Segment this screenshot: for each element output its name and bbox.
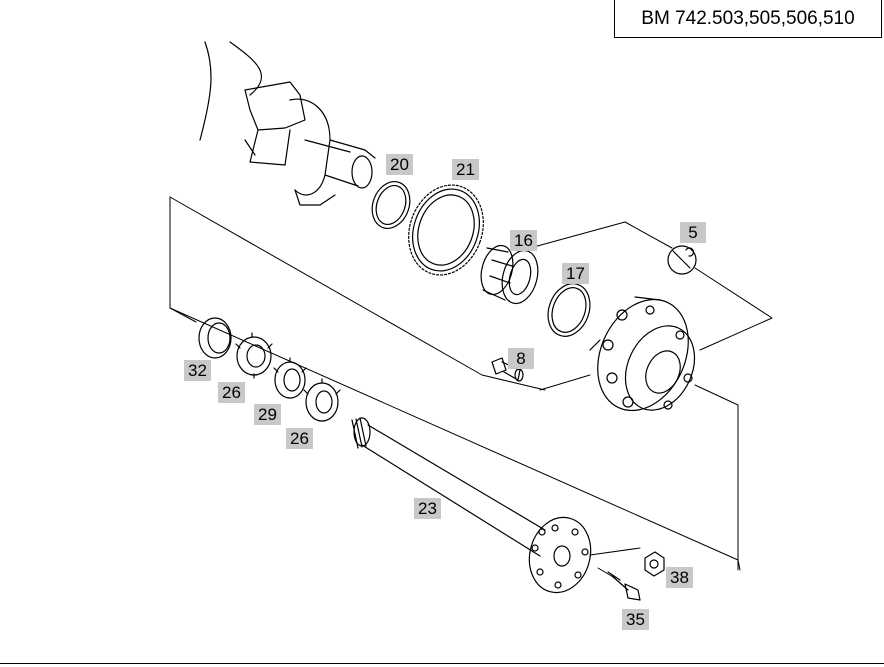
part-26-lock-washer-b [303,378,341,422]
callout-32: 32 [184,360,211,381]
callout-35: 35 [622,609,649,630]
callout-29: 29 [254,404,281,425]
part-17-seal-ring [547,283,591,337]
part-21-toothed-ring [408,184,484,276]
callout-23: 23 [414,498,441,519]
callout-26-b: 26 [286,428,313,449]
part-23-axle-shaft [351,417,592,594]
part-20-snap-ring [371,181,411,229]
bottom-border-line [0,663,884,664]
callout-20: 20 [386,154,413,175]
callout-8: 8 [508,348,534,369]
callout-16: 16 [510,230,537,251]
part-5-wrench-icon [667,245,697,275]
callout-5: 5 [680,222,706,243]
leader-lines [169,196,773,579]
callout-21: 21 [452,159,479,180]
part-16-bearing [480,244,539,305]
wheel-hub [589,296,696,412]
callout-38: 38 [666,567,693,588]
part-32-washer [198,317,232,359]
part-26-lock-washer-a [235,332,273,379]
part-38-nut [644,551,665,577]
drawing-title: BM 742.503,505,506,510 [614,0,882,38]
axle-housing [199,41,376,206]
callout-17: 17 [562,263,589,284]
part-29-tab-washer [273,357,307,399]
callout-26-a: 26 [218,382,245,403]
